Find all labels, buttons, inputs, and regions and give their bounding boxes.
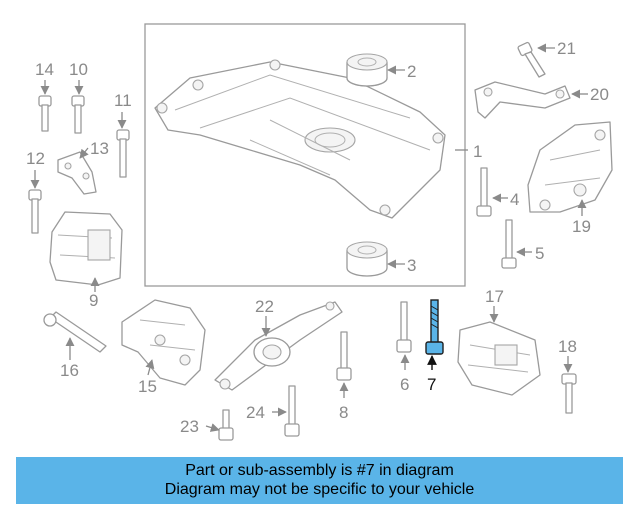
callout-4[interactable]: 4 xyxy=(510,190,519,209)
part-20-link-arm[interactable] xyxy=(474,81,571,119)
callout-15[interactable]: 15 xyxy=(138,377,157,396)
part-13-bracket[interactable] xyxy=(57,151,97,195)
callout-20[interactable]: 20 xyxy=(590,85,609,104)
part-17-transmission-mount[interactable] xyxy=(457,321,541,396)
callout-19[interactable]: 19 xyxy=(572,217,591,236)
part-8-bolt[interactable] xyxy=(336,331,352,381)
banner-line-part-number: Part or sub-assembly is #7 in diagram xyxy=(185,462,454,479)
callout-9[interactable]: 9 xyxy=(89,291,98,310)
callout-10[interactable]: 10 xyxy=(69,60,88,79)
callout-18[interactable]: 18 xyxy=(558,337,577,356)
callout-11[interactable]: 11 xyxy=(114,91,132,110)
part-21-bolt[interactable] xyxy=(517,41,546,78)
callout-13[interactable]: 13 xyxy=(90,139,109,158)
part-11-bolt[interactable] xyxy=(116,129,130,178)
callout-8[interactable]: 8 xyxy=(339,403,348,422)
part-18-bolt[interactable] xyxy=(561,373,577,414)
callout-1[interactable]: 1 xyxy=(473,142,482,161)
subframe-frame-box xyxy=(144,23,466,287)
callout-21[interactable]: 21 xyxy=(557,39,576,58)
part-3-bushing[interactable] xyxy=(346,241,388,277)
part-19-bracket[interactable] xyxy=(527,121,613,213)
part-4-bolt[interactable] xyxy=(476,167,492,217)
callout-17[interactable]: 17 xyxy=(485,287,504,306)
part-1-subframe[interactable] xyxy=(154,59,446,219)
part-10-bolt[interactable] xyxy=(71,95,85,134)
part-7-bolt-highlighted[interactable] xyxy=(425,299,444,355)
callout-14[interactable]: 14 xyxy=(35,60,54,79)
callout-3[interactable]: 3 xyxy=(407,256,416,275)
info-banner: Part or sub-assembly is #7 in diagram Di… xyxy=(16,457,623,504)
banner-line-disclaimer: Diagram may not be specific to your vehi… xyxy=(164,481,475,498)
part-15-mount-bracket[interactable] xyxy=(121,299,206,386)
callout-6[interactable]: 6 xyxy=(400,375,409,394)
part-9-engine-mount[interactable] xyxy=(49,211,123,286)
part-14-bolt[interactable] xyxy=(38,95,52,132)
part-12-bolt[interactable] xyxy=(28,189,42,234)
callout-23[interactable]: 23 xyxy=(180,417,199,436)
callout-labels: 1 2 3 4 5 6 7 8 9 10 11 12 13 14 15 16 1… xyxy=(26,39,609,436)
callout-24[interactable]: 24 xyxy=(246,403,265,422)
callout-22[interactable]: 22 xyxy=(255,297,274,316)
callout-16[interactable]: 16 xyxy=(60,361,79,380)
part-22-torque-rod[interactable] xyxy=(214,301,343,391)
part-16-bolt[interactable] xyxy=(43,311,107,353)
part-5-bolt[interactable] xyxy=(501,219,517,269)
callout-12[interactable]: 12 xyxy=(26,149,45,168)
callout-2[interactable]: 2 xyxy=(407,62,416,81)
leader-lines xyxy=(30,43,588,432)
part-23-bolt[interactable] xyxy=(218,409,234,441)
callout-7-highlighted[interactable]: 7 xyxy=(427,375,436,394)
part-24-bolt[interactable] xyxy=(284,385,300,437)
part-2-bushing[interactable] xyxy=(346,53,388,87)
part-6-bolt[interactable] xyxy=(396,301,412,353)
callout-5[interactable]: 5 xyxy=(535,244,544,263)
